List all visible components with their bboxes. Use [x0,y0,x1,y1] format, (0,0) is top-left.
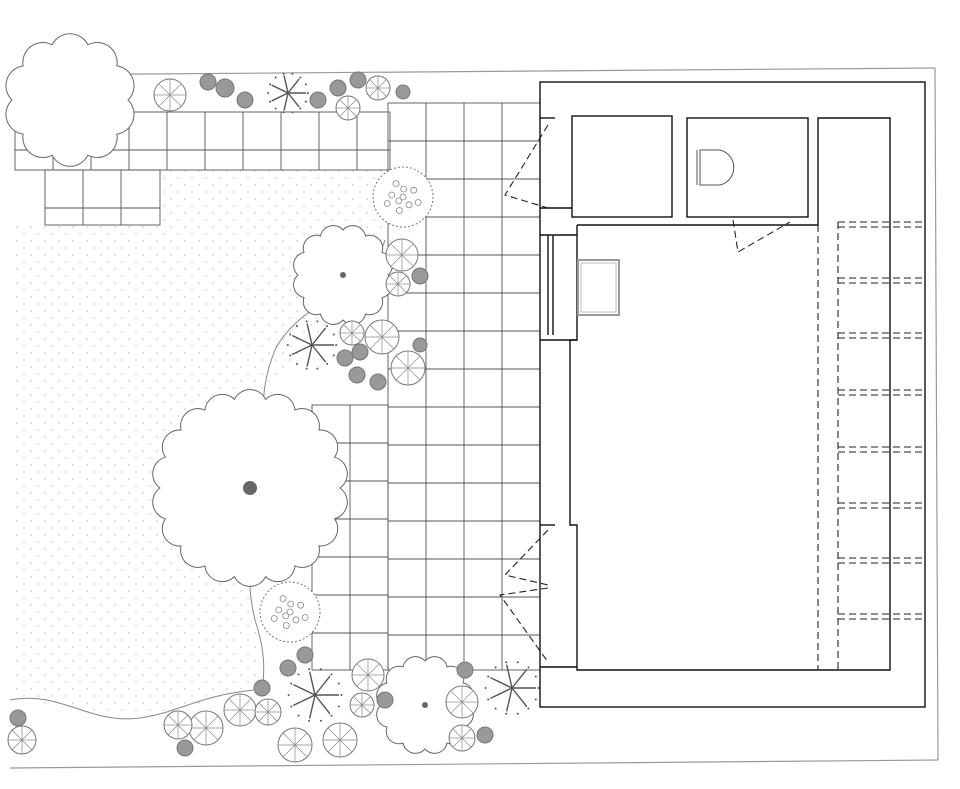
building [539,81,926,708]
building-outer-wall [539,81,926,708]
shrub [253,679,271,697]
shrub [277,727,313,763]
shrub [215,78,235,98]
shrub [7,725,37,755]
shrub [199,73,217,91]
shrub [296,646,314,664]
shrub [254,698,282,726]
shrub [476,726,494,744]
shrub [176,739,194,757]
door-swing [504,124,549,209]
shrub [236,91,254,109]
shrub [445,685,479,719]
shrub [412,337,428,353]
shrub [329,79,347,97]
shrub-star [287,668,343,722]
shrub [448,724,476,752]
shrub [456,661,474,679]
shrub [376,691,394,709]
tree-canopy [5,33,135,167]
shrub [369,373,387,391]
shrub [395,84,411,100]
door-swing [732,219,791,253]
shrub-star [286,320,338,370]
shrub [351,658,385,692]
shrub [372,166,434,228]
wc-room [686,117,809,218]
path-edge [9,689,256,720]
paving-slab-area [44,169,161,226]
shrub [223,693,257,727]
shrub [349,692,375,718]
shrub [153,78,187,112]
tree-trunk [243,481,257,495]
shrub [322,722,358,758]
dashed-overhead-lines [499,120,925,670]
door-swing [499,587,549,663]
sink-unit [577,259,620,316]
shrub [279,659,297,677]
shrub [349,71,367,89]
shrub [390,350,426,386]
lot-boundary [9,67,939,769]
shrub [259,581,321,643]
shrub [411,267,429,285]
shrubs [7,71,540,763]
shrub-star [484,661,540,715]
shrub [348,366,366,384]
shrub [335,95,361,121]
trees [5,33,474,754]
tree-trunk [422,702,428,708]
shrub [9,709,27,727]
shrub [385,238,419,272]
tree-trunk [340,272,346,278]
toilet-icon [696,149,735,186]
shrub-star [267,72,309,114]
shrub [365,75,391,101]
shrub [188,710,224,746]
shrub [309,91,327,109]
shrub [339,320,365,346]
shrub [364,319,400,355]
shrub [351,343,369,361]
shrub [163,710,193,740]
lawn-area [15,170,385,712]
door-swing [503,529,549,586]
shrub [336,349,354,367]
shrub [385,271,411,297]
